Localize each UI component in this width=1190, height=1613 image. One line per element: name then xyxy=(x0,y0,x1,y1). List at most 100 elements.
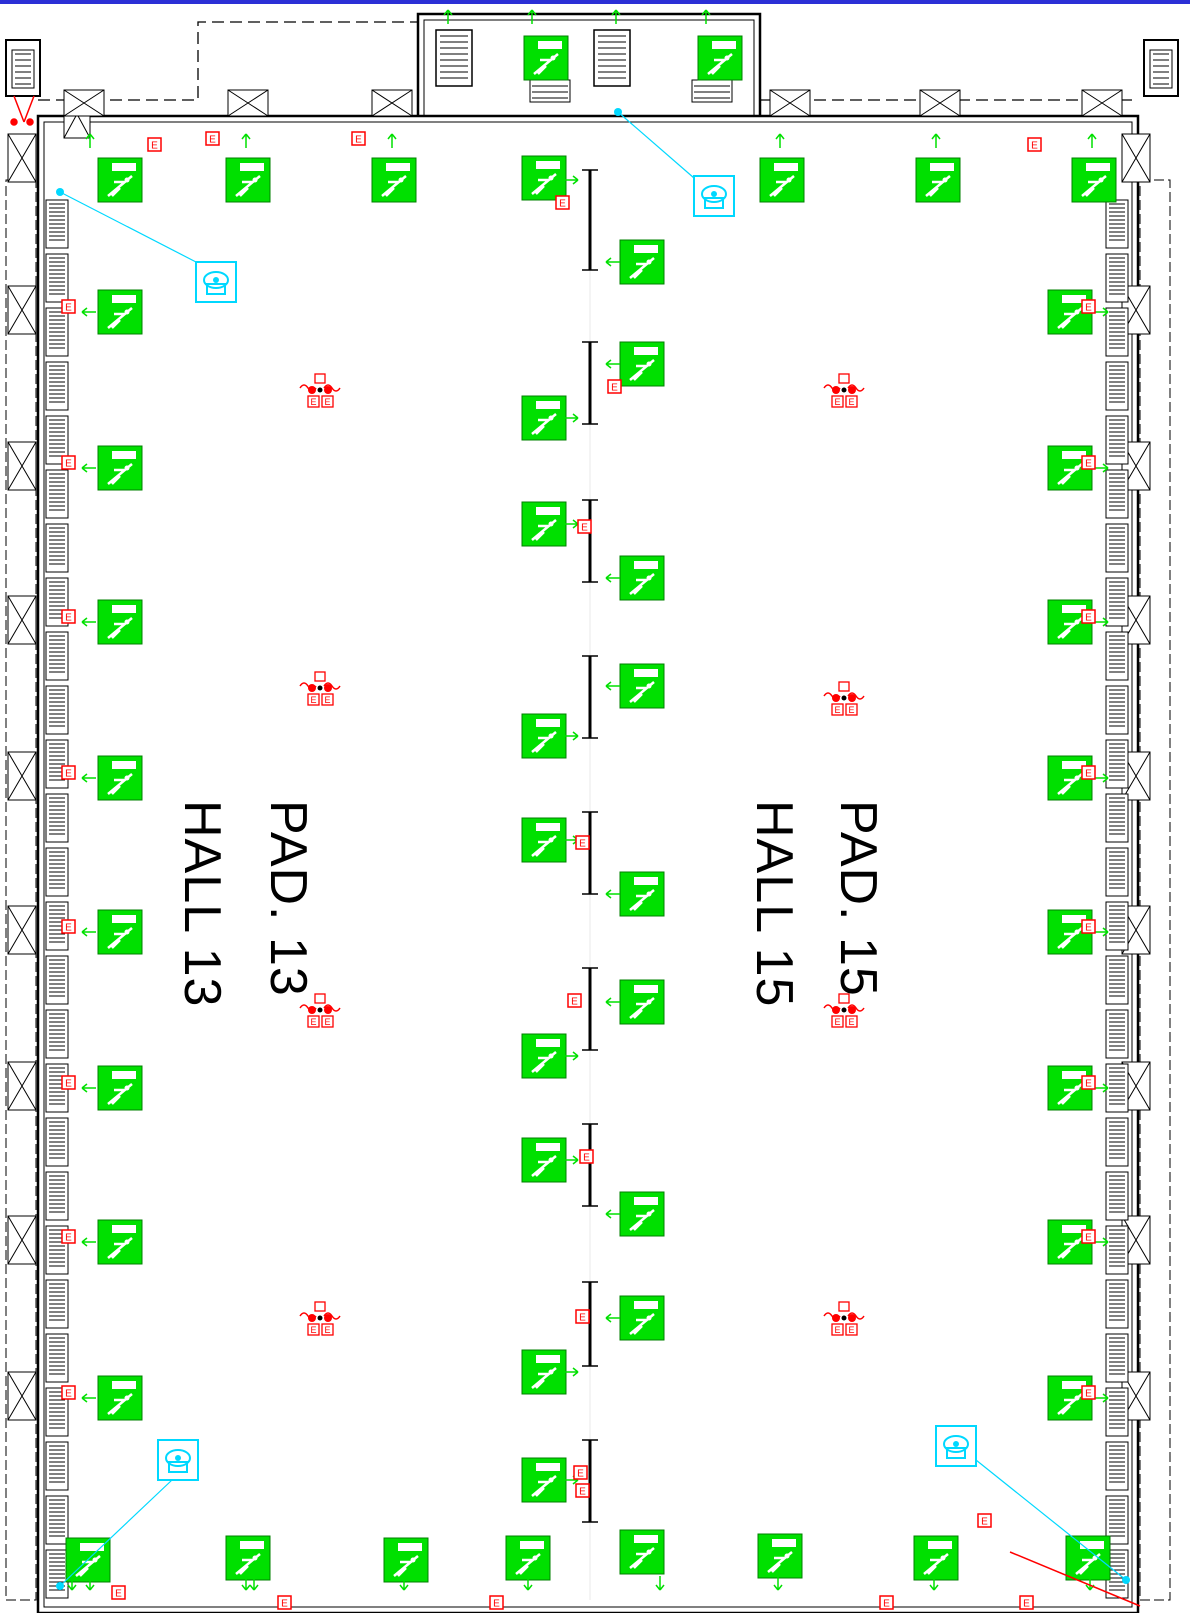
service-block xyxy=(45,631,69,681)
service-block xyxy=(45,199,69,249)
exit-arrow xyxy=(81,307,97,317)
emergency-exit-sign-icon xyxy=(382,1536,430,1584)
emergency-exit-sign-icon xyxy=(520,712,568,760)
emergency-exit-sign-icon xyxy=(520,1032,568,1080)
service-block xyxy=(1105,1225,1129,1275)
service-block xyxy=(1105,955,1129,1005)
emergency-exit-sign-icon xyxy=(96,754,144,802)
service-block xyxy=(1105,685,1129,735)
fire-extinguisher-icon xyxy=(61,919,76,935)
pad-15-label: PAD. 15 xyxy=(829,800,887,997)
emergency-exit-sign-icon xyxy=(224,1534,272,1582)
fire-extinguisher-icon xyxy=(579,1149,594,1165)
exit-arrow xyxy=(387,133,397,149)
exit-arrow xyxy=(81,1083,97,1093)
exit-arrow xyxy=(611,9,621,25)
service-block xyxy=(1105,1333,1129,1383)
emergency-phone-icon xyxy=(693,175,735,217)
emergency-exit-sign-icon xyxy=(520,1456,568,1504)
exit-arrow xyxy=(605,1209,621,1219)
emergency-exit-sign-icon xyxy=(520,394,568,442)
emergency-phones xyxy=(56,108,1130,1590)
emergency-phone-icon xyxy=(935,1425,977,1467)
service-block xyxy=(1105,1387,1129,1437)
emergency-exit-sign-icon xyxy=(914,156,962,204)
fire-extinguisher-icon xyxy=(567,993,582,1009)
emergency-phone-icon xyxy=(157,1439,199,1481)
emergency-exit-sign-icon xyxy=(96,1064,144,1112)
central-partitions xyxy=(582,169,598,1523)
service-block xyxy=(45,1171,69,1221)
emergency-exit-sign-icon xyxy=(520,500,568,548)
service-block xyxy=(45,469,69,519)
side-door xyxy=(7,133,37,183)
service-block xyxy=(1105,307,1129,357)
fire-alarm-icon xyxy=(823,993,865,1028)
emergency-exit-sign-icon xyxy=(756,1532,804,1580)
emergency-exit-sign-icon xyxy=(520,816,568,864)
service-block xyxy=(1105,577,1129,627)
exit-arrow xyxy=(81,927,97,937)
fire-extinguisher-icon xyxy=(1019,1595,1034,1611)
stairwell-top-right xyxy=(1143,39,1179,97)
emergency-exit-sign-icon xyxy=(1064,1534,1112,1582)
fire-extinguisher-icon xyxy=(205,131,220,147)
side-doors xyxy=(7,133,1151,1421)
side-door xyxy=(7,441,37,491)
fire-extinguisher-icon xyxy=(1081,1229,1096,1245)
side-door xyxy=(7,1061,37,1111)
fire-extinguisher-icon xyxy=(1081,765,1096,781)
service-block xyxy=(45,685,69,735)
fire-extinguisher-icon xyxy=(61,1385,76,1401)
hall-15-label: HALL 15 xyxy=(745,800,803,1008)
alarm-lines xyxy=(10,95,1141,1607)
service-block xyxy=(45,1117,69,1167)
service-block xyxy=(1105,1009,1129,1059)
emergency-exit-sign-icon xyxy=(1070,156,1118,204)
emergency-exit-sign-icon xyxy=(96,288,144,336)
service-block xyxy=(45,523,69,573)
emergency-phone-icon xyxy=(195,261,237,303)
service-block xyxy=(1105,199,1129,249)
emergency-exit-sign-icon xyxy=(520,1136,568,1184)
emergency-exit-sign-icon xyxy=(370,156,418,204)
emergency-exit-sign-icon xyxy=(96,908,144,956)
stairwell-top-left xyxy=(5,39,41,97)
service-block xyxy=(45,253,69,303)
emergency-exit-sign-icon xyxy=(618,978,666,1026)
fire-extinguisher-icon xyxy=(61,455,76,471)
service-block xyxy=(45,1279,69,1329)
service-block xyxy=(45,1549,69,1599)
exit-arrow xyxy=(605,573,621,583)
service-block xyxy=(1105,523,1129,573)
emergency-exit-sign-icon xyxy=(504,1534,552,1582)
side-door xyxy=(7,905,37,955)
service-block xyxy=(1105,415,1129,465)
fire-alarm-icon xyxy=(823,681,865,716)
service-block xyxy=(45,361,69,411)
exit-arrow xyxy=(605,257,621,267)
service-block xyxy=(45,1495,69,1545)
emergency-exit-sign-icon xyxy=(96,1218,144,1266)
exit-arrow xyxy=(655,1575,665,1591)
fire-extinguisher-icon xyxy=(61,299,76,315)
fire-alarm-icon xyxy=(299,993,341,1028)
fire-extinguisher-icon xyxy=(573,1465,588,1481)
side-door xyxy=(7,751,37,801)
emergency-exit-sign-icon xyxy=(520,1348,568,1396)
fire-extinguisher-icon xyxy=(1081,1075,1096,1091)
exit-arrow xyxy=(701,9,711,25)
emergency-exit-sign-icon xyxy=(618,340,666,388)
fire-extinguisher-icon xyxy=(879,1595,894,1611)
service-block xyxy=(1105,739,1129,789)
emergency-exit-sign-icon xyxy=(696,34,744,82)
service-block xyxy=(45,1441,69,1491)
service-block xyxy=(1105,361,1129,411)
service-block xyxy=(1105,793,1129,843)
exit-arrow xyxy=(605,997,621,1007)
service-block xyxy=(1105,1117,1129,1167)
exit-arrow xyxy=(931,133,941,149)
exit-arrow xyxy=(605,681,621,691)
pad-13-label: PAD. 13 xyxy=(259,800,317,997)
fire-extinguisher-icon xyxy=(1027,137,1042,153)
